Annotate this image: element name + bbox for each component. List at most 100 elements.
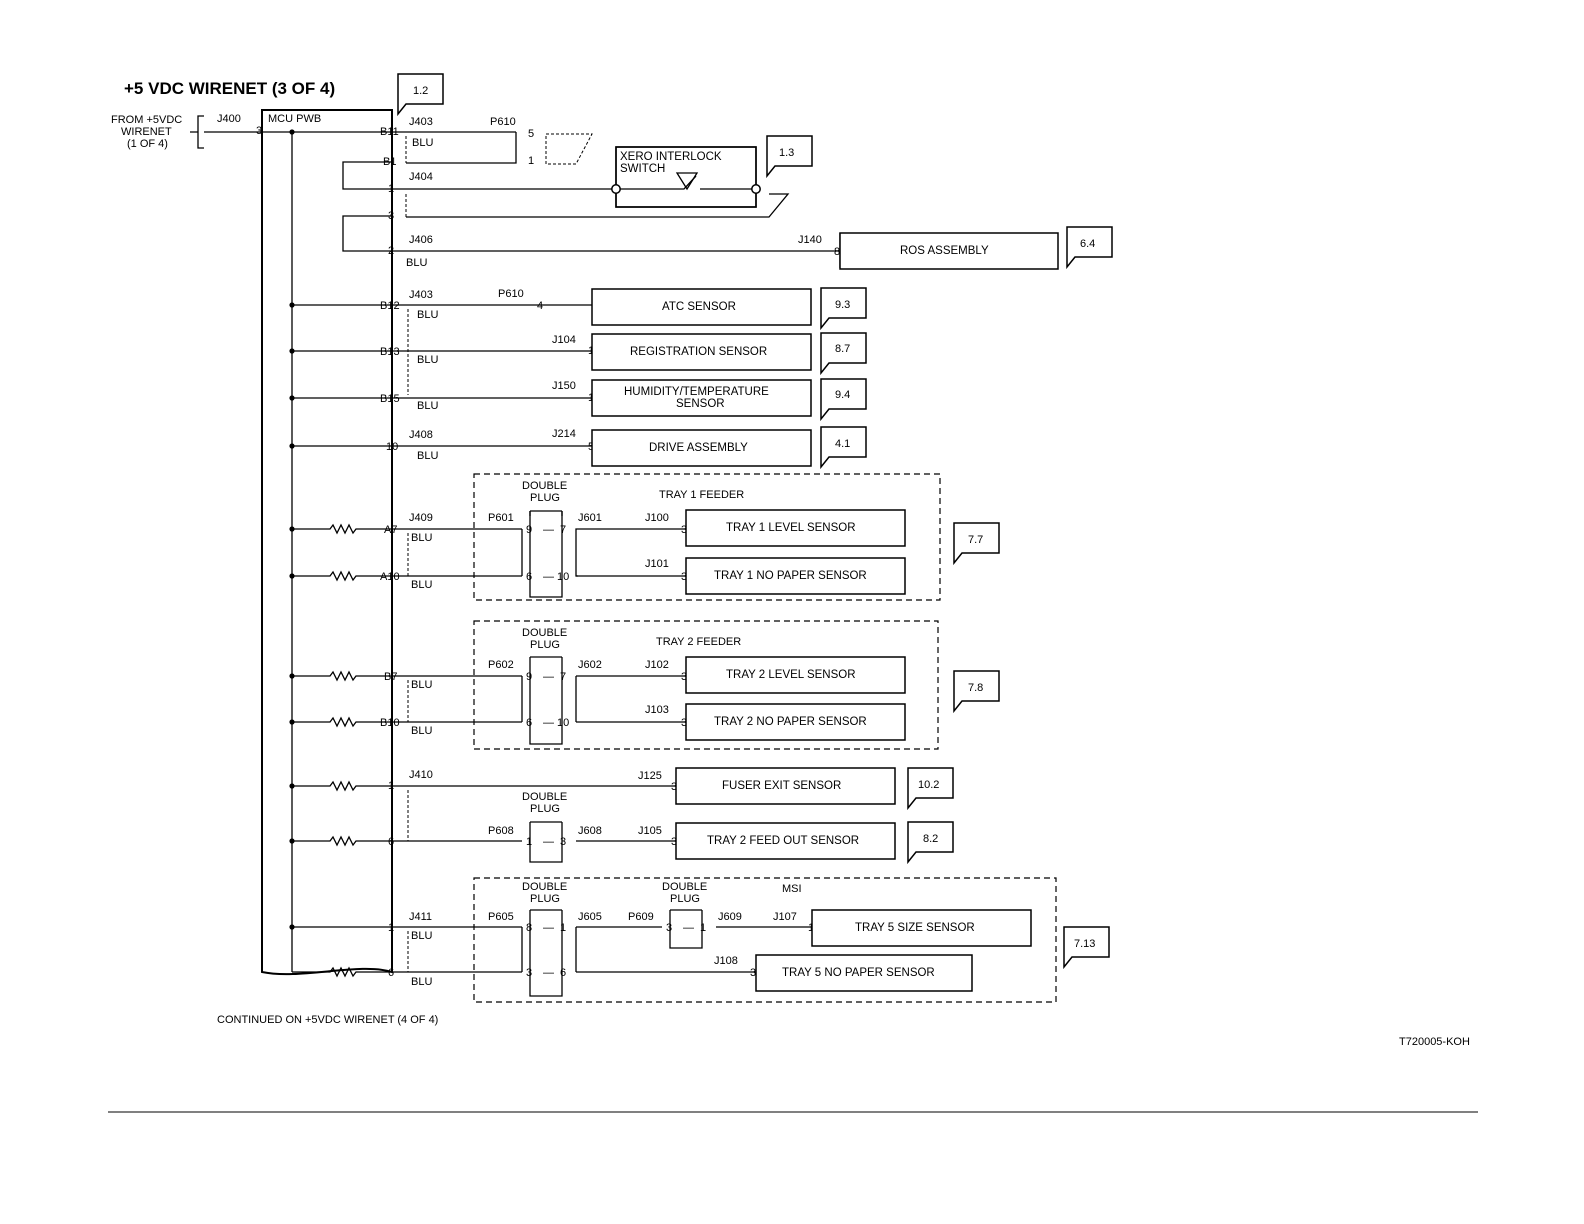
- pin-9-p601: 9: [526, 524, 532, 536]
- p610-continuation: [545, 133, 593, 165]
- p610-label: P610: [498, 288, 524, 300]
- tray5-no-paper-sensor-label: TRAY 5 NO PAPER SENSOR: [782, 967, 935, 979]
- diagram-title: +5 VDC WIRENET (3 OF 4): [124, 79, 335, 98]
- pin-6-p602: 6: [526, 717, 532, 729]
- pin-3-j608: 3: [560, 836, 566, 848]
- registration-sensor-box: [591, 333, 812, 371]
- from-label-line1: FROM +5VDC: [111, 114, 182, 126]
- tray1-double-label: DOUBLE: [522, 480, 567, 492]
- svg-text:—: —: [543, 836, 554, 848]
- pin-1-p610: 1: [528, 155, 534, 167]
- pin-1-j605: 1: [560, 922, 566, 934]
- p601-label: P601: [488, 512, 514, 524]
- svg-text:—: —: [543, 671, 554, 683]
- j104-label: J104: [552, 334, 576, 346]
- mcu-pwb-board: [261, 109, 393, 976]
- msi-double-plug-2: [669, 909, 703, 949]
- p602-label: P602: [488, 659, 514, 671]
- pin-3-j105: 3: [671, 836, 677, 848]
- p608-label: P608: [488, 825, 514, 837]
- ref-flag-8-2: 8.2: [907, 821, 954, 865]
- ref-flag-9-3: 9.3: [820, 287, 867, 331]
- tray2-feeder-label: TRAY 2 FEEDER: [656, 636, 741, 648]
- j214-label: J214: [552, 428, 576, 440]
- j605-label: J605: [578, 911, 602, 923]
- svg-text:7.13: 7.13: [1074, 938, 1095, 950]
- from-label-line2: WIRENET: [121, 126, 172, 138]
- pin-1-j411: 1: [388, 922, 394, 934]
- msi-plug-label-2: PLUG: [670, 893, 700, 905]
- ref-flag-8-7: 8.7: [820, 332, 867, 376]
- msi-plug-label-1: PLUG: [530, 893, 560, 905]
- msi-group: [473, 877, 1057, 1003]
- humidity-sensor-label-1: HUMIDITY/TEMPERATURE: [624, 386, 769, 398]
- pin-3-j101: 3: [681, 571, 687, 583]
- tray2-level-sensor-box: [685, 656, 906, 694]
- ref-flag-4-1: 4.1: [820, 426, 867, 470]
- tray2-feed-out-sensor-label: TRAY 2 FEED OUT SENSOR: [707, 835, 859, 847]
- msi-double-label-1: DOUBLE: [522, 881, 567, 893]
- j406-label: J406: [409, 234, 433, 246]
- ref-flag-1-2: 1.2: [397, 73, 444, 117]
- pin-8-j140: 8: [834, 246, 840, 258]
- pin-b1: B1: [383, 156, 396, 168]
- j410-label: J410: [409, 769, 433, 781]
- ref-flag-7-7: 7.7: [953, 522, 1000, 566]
- j601-label: J601: [578, 512, 602, 524]
- pin-7-j602: 7: [560, 671, 566, 683]
- pin-1-j404: 1: [388, 183, 394, 195]
- mcu-pwb-label: MCU PWB: [268, 113, 321, 125]
- tray2-double-plug: [529, 656, 563, 745]
- pin-b11: B11: [380, 126, 399, 138]
- pin-1-j609: 1: [700, 922, 706, 934]
- svg-text:—: —: [543, 967, 554, 979]
- pin-3-j102: 3: [681, 671, 687, 683]
- pin-a7: A7: [384, 524, 397, 536]
- pin-1-j107: 1: [808, 922, 814, 934]
- xero-switch-label-1: XERO INTERLOCK: [620, 151, 722, 163]
- j602-label: J602: [578, 659, 602, 671]
- drive-assembly-box: [591, 429, 812, 467]
- switch-symbol: [675, 172, 699, 191]
- j102-label: J102: [645, 659, 669, 671]
- atc-sensor-label: ATC SENSOR: [662, 301, 736, 313]
- fuser-exit-sensor-label: FUSER EXIT SENSOR: [722, 780, 841, 792]
- pin-3-p609: 3: [666, 922, 672, 934]
- j103-label: J103: [645, 704, 669, 716]
- j403-label: J403: [409, 289, 433, 301]
- ref-flag-1-3: 1.3: [766, 135, 813, 179]
- svg-text:1.3: 1.3: [779, 147, 794, 159]
- j409-label: J409: [409, 512, 433, 524]
- atc-sensor-box: [591, 288, 812, 326]
- tray1-level-sensor-label: TRAY 1 LEVEL SENSOR: [726, 522, 856, 534]
- pin-1-p608: 1: [526, 836, 532, 848]
- continued-label: CONTINUED ON +5VDC WIRENET (4 OF 4): [217, 1014, 438, 1026]
- p609-label: P609: [628, 911, 654, 923]
- tray1-double-plug: [529, 510, 563, 598]
- tray2-feeder-group: [473, 620, 939, 750]
- svg-text:8.2: 8.2: [923, 833, 938, 845]
- pin-1-j104: 1: [588, 345, 594, 357]
- pin-1-j150: 1: [588, 392, 594, 404]
- pin-6-p601: 6: [526, 571, 532, 583]
- j404-label: J404: [409, 171, 433, 183]
- pin-1-j410: 1: [388, 780, 394, 792]
- svg-text:7.7: 7.7: [968, 534, 983, 546]
- xero-switch-label-2: SWITCH: [620, 163, 665, 175]
- pin-9-p602: 9: [526, 671, 532, 683]
- pin-10-j602: 10: [557, 717, 569, 729]
- wire-color-j411-1: BLU: [411, 930, 432, 942]
- from-label-line3: (1 OF 4): [127, 138, 168, 150]
- wire-color-atc: BLU: [417, 309, 438, 321]
- p605-label: P605: [488, 911, 514, 923]
- pin-a10: A10: [380, 571, 400, 583]
- tray1-feeder-label: TRAY 1 FEEDER: [659, 489, 744, 501]
- wire-color-drive: BLU: [417, 450, 438, 462]
- wire-color-a7: BLU: [411, 532, 432, 544]
- fuser-exit-sensor-box: [675, 767, 896, 805]
- pin-b10: B10: [380, 717, 400, 729]
- pin-2: 2: [388, 245, 394, 257]
- j400-pin: 3: [256, 125, 262, 137]
- svg-text:6.4: 6.4: [1080, 238, 1095, 250]
- svg-text:—: —: [543, 571, 554, 583]
